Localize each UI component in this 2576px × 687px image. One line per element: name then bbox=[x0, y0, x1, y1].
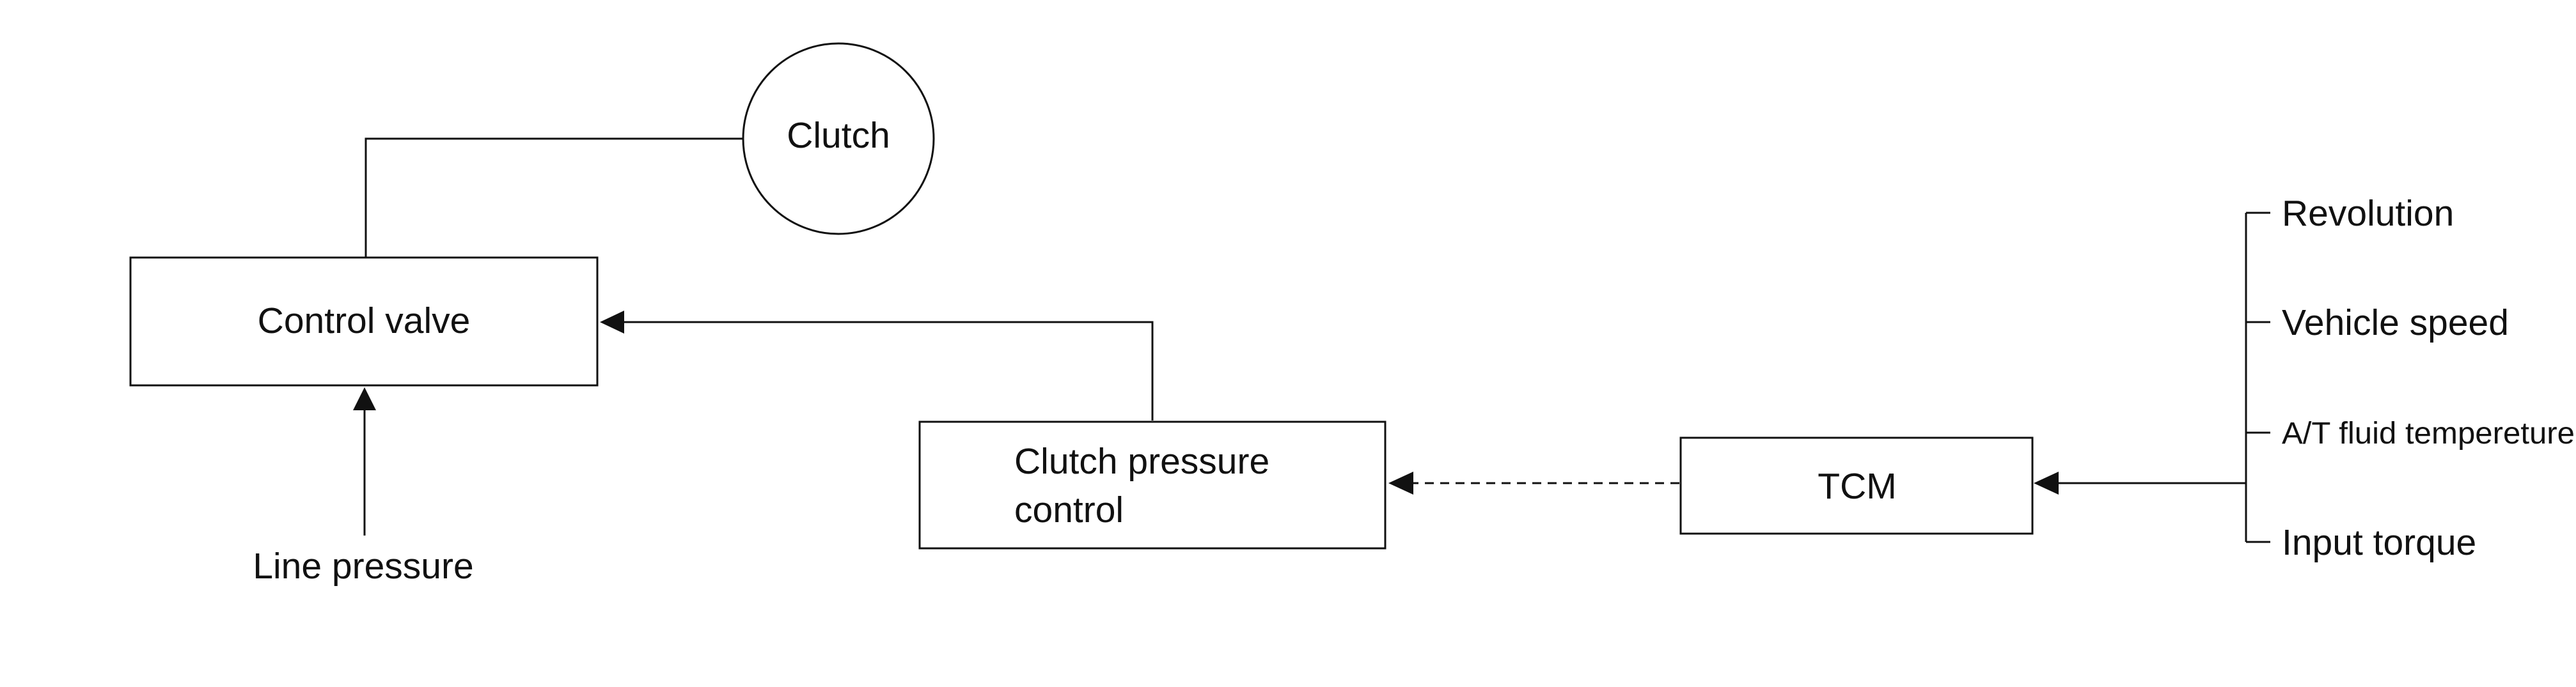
input-torque-label: Input torque bbox=[2282, 522, 2476, 563]
line-pressure-label: Line pressure bbox=[253, 546, 473, 587]
pressure-control-arrowhead bbox=[1388, 472, 1413, 495]
line-pressure-arrowhead bbox=[353, 387, 376, 410]
input-fluid-temperature-label: A/T fluid tempereture bbox=[2282, 417, 2575, 451]
pressure-control-to-valve-line bbox=[624, 321, 1154, 421]
control-valve-label: Control valve bbox=[258, 300, 471, 341]
clutch-label: Clutch bbox=[787, 115, 890, 156]
valve-to-clutch-line bbox=[365, 137, 743, 258]
clutch-pressure-control-line2: control bbox=[1014, 490, 1124, 530]
input-vehicle-speed-label: Vehicle speed bbox=[2282, 302, 2509, 343]
control-valve-box bbox=[129, 256, 599, 387]
tcm-arrowhead bbox=[2034, 472, 2059, 495]
tcm-label: TCM bbox=[1818, 466, 1896, 507]
control-valve-arrowhead bbox=[600, 311, 624, 334]
tcm-box bbox=[1679, 436, 2034, 535]
clutch-pressure-control-line1: Clutch pressure bbox=[1014, 441, 1269, 482]
clutch-pressure-control-box bbox=[918, 421, 1386, 550]
clutch-pressure-control-label: Clutch pressure control bbox=[1014, 441, 1280, 530]
input-revolution-label: Revolution bbox=[2282, 193, 2454, 234]
